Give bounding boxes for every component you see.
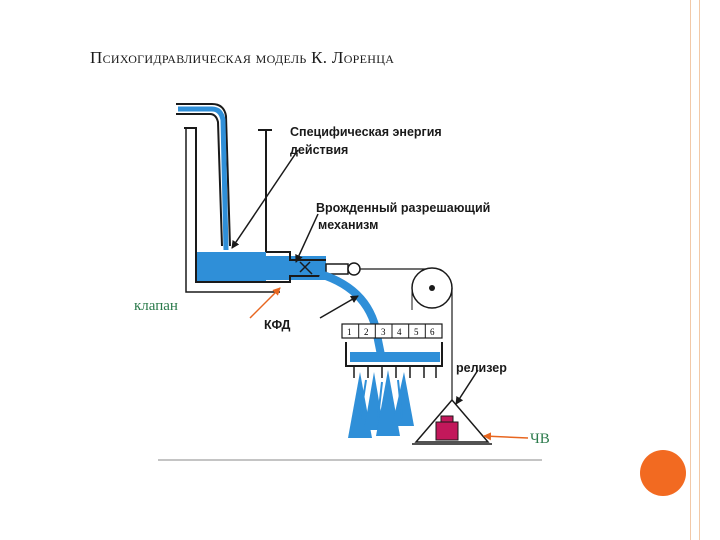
label-kfd: КФД [264,318,290,332]
scale-number-2: 2 [364,327,369,337]
reservoir [184,127,280,293]
arrow-releaser [455,369,479,405]
label-mechanism-line2: механизм [318,218,378,232]
scale-number-4: 4 [397,327,402,337]
arrow-energy [231,149,299,249]
label-energy-line1: Специфическая энергия [290,125,442,139]
weight-pan [412,398,492,445]
decorative-orange-circle [640,450,686,496]
label-chv: ЧВ [530,431,550,447]
outflow-jet [318,270,386,361]
arrow-kfd [319,295,359,319]
pulley-system [360,267,453,400]
arrow-chv [483,432,529,441]
label-energy-line2: действия [290,143,348,157]
water-sprays [348,370,414,438]
intensity-scale: 1 2 3 4 5 6 [341,323,443,339]
scale-number-1: 1 [347,327,352,337]
valve-assembly [266,251,361,283]
slide-border-left [690,0,691,540]
label-releaser: релизер [456,361,507,375]
label-valve: клапан [134,298,178,314]
scale-number-3: 3 [381,327,386,337]
arrow-mechanism [295,213,319,263]
slide-border-right [699,0,700,540]
label-mechanism-line1: Врожденный разрешающий [316,201,490,215]
trough [345,342,443,378]
scale-number-6: 6 [430,327,435,337]
scale-number-5: 5 [414,327,419,337]
inflow-pipe [176,103,231,251]
arrow-valve [249,287,281,319]
slide-title: Психогидравлическая модель К. Лоренца [90,48,395,67]
